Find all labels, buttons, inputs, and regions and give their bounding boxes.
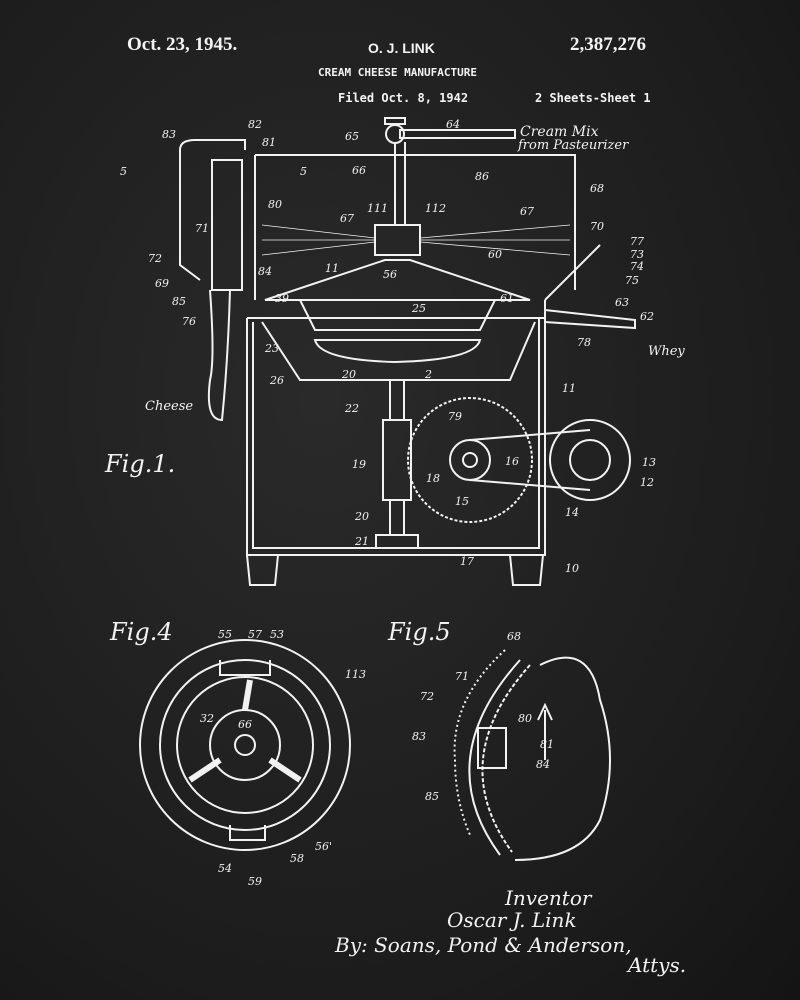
ref-76: 76 [182,315,196,328]
ref-83: 83 [162,128,176,141]
patent-number: 2,387,276 [570,34,646,55]
ref-80: 80 [268,198,282,211]
ref-62: 62 [640,310,654,323]
inventor-name: Oscar J. Link [447,908,577,932]
ref-22: 22 [344,402,359,415]
attorneys: By: Soans, Pond & Anderson, [334,933,632,957]
ref-26: 26 [269,374,284,387]
ref-67: 67 [340,212,354,225]
ref-85-fig5: 85 [425,790,439,803]
ref-57: 57 [248,628,262,641]
ref-18: 18 [426,472,440,485]
ref-113: 113 [345,668,366,681]
ref-20b: 20 [354,510,369,523]
ref-19: 19 [352,458,366,471]
sheet-count: 2 Sheets-Sheet 1 [535,91,651,105]
ref-2: 2 [424,368,432,381]
inventor-short-name: O. J. LINK [368,40,435,56]
ref-84-fig5: 84 [536,758,550,771]
ref-39: 39 [275,292,289,305]
ref-61: 61 [500,292,514,305]
ref-68-fig5: 68 [507,630,521,643]
ref-67b: 67 [520,205,534,218]
ref-63: 63 [615,296,629,309]
ref-66-fig4: 66 [238,718,252,731]
ref-77: 77 [630,235,644,248]
ref-84: 84 [258,265,272,278]
fig4-label: Fig.4 [109,618,173,646]
ref-111: 111 [367,202,388,215]
ref-56-prime: 56' [315,840,332,853]
ref-64: 64 [446,118,460,131]
ref-54: 54 [218,862,232,875]
fig1-apparatus [179,117,636,586]
ref-66: 66 [352,164,366,177]
ref-73: 73 [630,248,644,261]
ref-10: 10 [565,562,579,575]
ref-80-fig5: 80 [518,712,532,725]
ref-68: 68 [590,182,604,195]
patent-date: Oct. 23, 1945. [127,34,238,55]
ref-70: 70 [590,220,604,233]
ref-82: 82 [248,118,262,131]
ref-85: 85 [172,295,186,308]
reference-numerals: 83 82 81 65 64 66 86 68 5 5 80 67 111 11… [120,118,656,888]
ref-81: 81 [262,136,276,149]
cream-mix-label: Cream Mix [520,124,599,140]
ref-83-fig5: 83 [412,730,426,743]
ref-23: 23 [264,342,279,355]
ref-69: 69 [155,277,169,290]
ref-20: 20 [341,368,356,381]
cheese-label: Cheese [145,399,193,414]
whey-label: Whey [648,344,685,359]
ref-74: 74 [630,260,644,273]
ref-12: 12 [640,476,654,489]
ref-65: 65 [345,130,359,143]
ref-55: 55 [218,628,232,641]
ref-81-fig5: 81 [540,738,554,751]
ref-112: 112 [425,202,446,215]
ref-72: 72 [148,252,162,265]
cream-mix-source-label: from Pasteurizer [517,138,629,153]
ref-5-left: 5 [120,165,127,178]
ref-78: 78 [577,336,591,349]
ref-21: 21 [354,535,369,548]
ref-86: 86 [475,170,489,183]
ref-75: 75 [625,274,639,287]
ref-71-fig5: 71 [455,670,469,683]
ref-58: 58 [290,852,304,865]
ref-11: 11 [325,262,339,275]
ref-11b: 11 [562,382,576,395]
ref-25: 25 [411,302,426,315]
ref-13: 13 [642,456,656,469]
ref-60: 60 [488,248,502,261]
inventor-label: Inventor [504,886,593,910]
ref-56: 56 [383,268,397,281]
ref-32: 32 [200,712,214,725]
ref-15: 15 [455,495,469,508]
fig5-label: Fig.5 [387,618,451,646]
attorneys-suffix: Attys. [626,953,686,977]
fig5-detail [453,649,611,861]
ref-79: 79 [448,410,462,423]
patent-title: CREAM CHEESE MANUFACTURE [318,66,477,79]
filed-date: Filed Oct. 8, 1942 [338,91,469,105]
fig4-cross-section [139,639,351,851]
ref-71: 71 [195,222,209,235]
ref-17: 17 [460,555,474,568]
ref-72-fig5: 72 [420,690,434,703]
ref-59: 59 [248,875,262,888]
ref-16: 16 [505,455,519,468]
ref-14: 14 [565,506,579,519]
ref-5-right: 5 [300,165,307,178]
ref-53: 53 [270,628,284,641]
fig1-label: Fig.1. [104,450,175,478]
